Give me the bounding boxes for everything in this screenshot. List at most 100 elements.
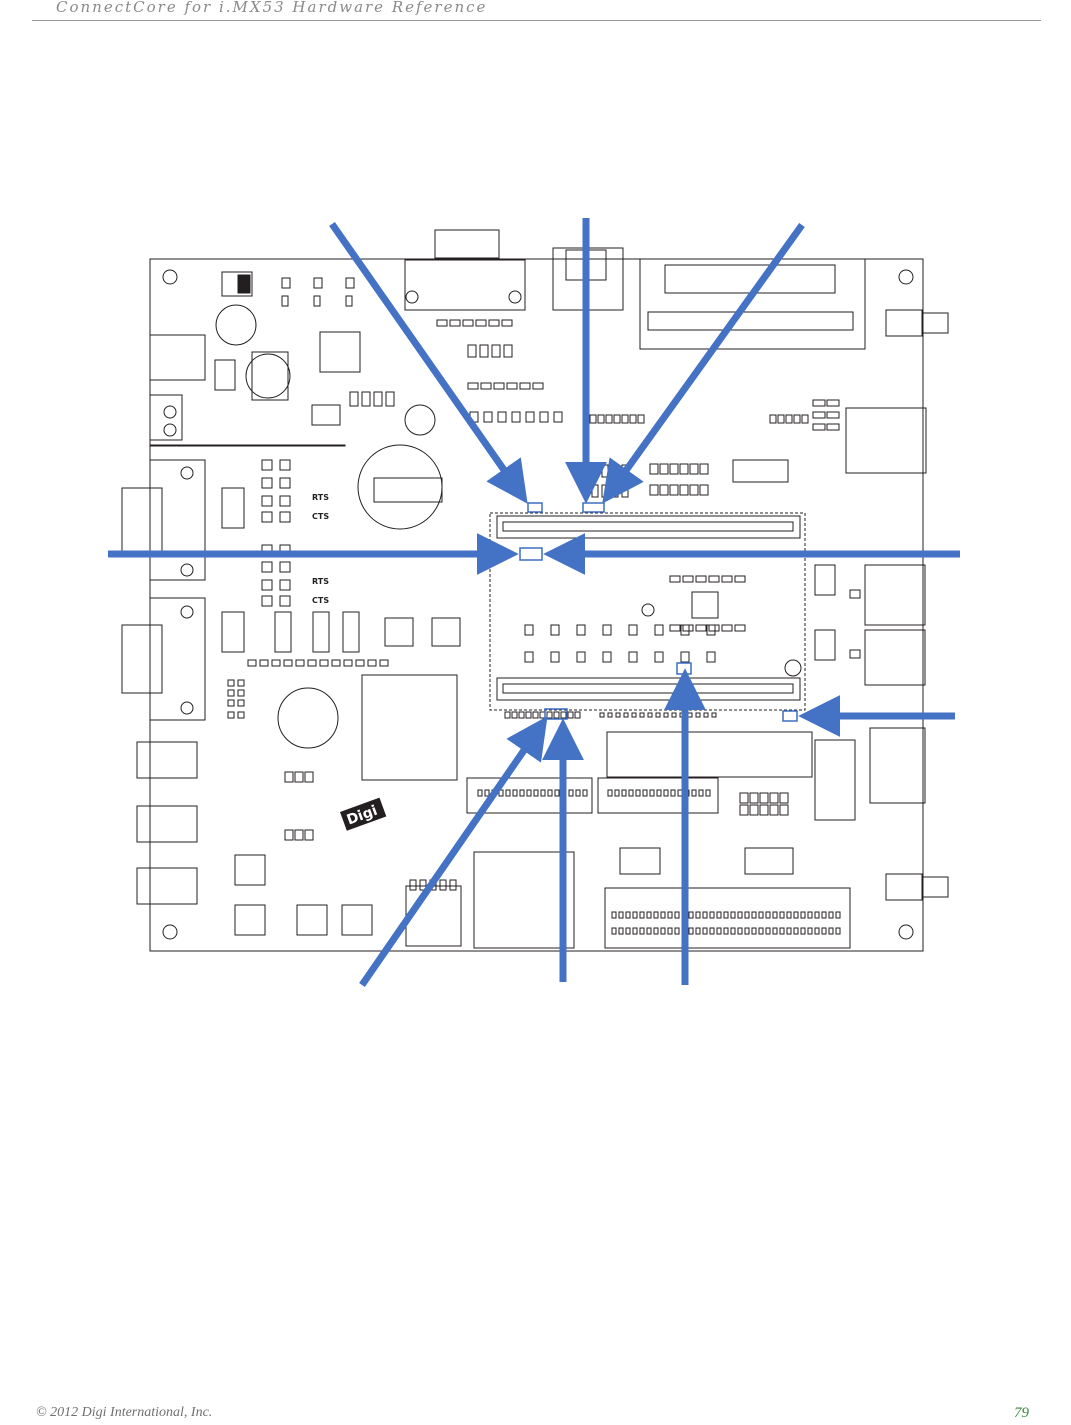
component-pad — [780, 805, 788, 815]
component-pad — [660, 464, 668, 474]
component-pad — [683, 576, 693, 582]
component-pad — [526, 712, 531, 718]
component-pad — [722, 576, 732, 582]
component-pad — [260, 660, 268, 666]
component-pad — [346, 278, 354, 288]
component-pad — [285, 830, 293, 840]
component-pad — [332, 660, 340, 666]
component-pad — [228, 690, 234, 696]
component-pad — [437, 320, 447, 326]
component-pad — [740, 793, 748, 803]
component-pad — [813, 400, 825, 406]
component-pad — [505, 712, 510, 718]
component-pad — [282, 296, 288, 306]
component-pad — [700, 464, 708, 474]
component-pad — [622, 790, 626, 796]
component-pad — [527, 790, 531, 796]
component-pad — [541, 790, 545, 796]
component-pad — [583, 790, 587, 796]
board-outline — [150, 259, 923, 951]
rts-label-top: RTS — [312, 493, 329, 502]
component-pad — [450, 880, 456, 890]
component-pad — [766, 912, 770, 918]
component-pad — [568, 712, 573, 718]
component-pad — [829, 912, 833, 918]
component-pad — [657, 790, 661, 796]
component-pad — [850, 650, 860, 658]
component-pad — [450, 320, 460, 326]
component-pad — [513, 790, 517, 796]
component-pad — [238, 712, 244, 718]
component-pad — [696, 713, 700, 717]
component-pad — [661, 928, 665, 934]
component-pad — [632, 713, 636, 717]
component-pad — [759, 912, 763, 918]
component-pad — [577, 625, 585, 635]
component-pad — [696, 912, 700, 918]
component-pad — [608, 790, 612, 796]
component-pad — [228, 712, 234, 718]
component-pad — [612, 912, 616, 918]
component-pad — [724, 912, 728, 918]
component-pad — [822, 928, 826, 934]
component-pad — [228, 700, 234, 706]
component-pad — [752, 928, 756, 934]
component-pad — [630, 415, 636, 423]
component-pad — [533, 712, 538, 718]
component-pad — [656, 713, 660, 717]
component-pad — [282, 278, 290, 288]
component-pad — [829, 928, 833, 934]
component-pad — [787, 928, 791, 934]
component-pad — [624, 713, 628, 717]
component-pad — [561, 712, 566, 718]
component-pad — [722, 625, 732, 631]
digi-logo: Digi — [340, 798, 386, 831]
component-pad — [778, 415, 784, 423]
footer-copyright: © 2012 Digi International, Inc. — [36, 1405, 212, 1421]
component-pad — [314, 296, 320, 306]
component-pad — [699, 790, 703, 796]
component-pad — [502, 320, 512, 326]
module-connector-bottom — [497, 678, 800, 700]
component-pad — [815, 928, 819, 934]
component-pad — [280, 512, 290, 522]
component-pad — [664, 790, 668, 796]
highlight-tp-6 — [783, 711, 797, 721]
component-pad — [643, 790, 647, 796]
component-pad — [633, 928, 637, 934]
component-pad — [308, 660, 316, 666]
component-pad — [619, 928, 623, 934]
component-pad — [619, 912, 623, 918]
component-pad — [346, 296, 352, 306]
component-pad — [280, 596, 290, 606]
component-pad — [600, 713, 604, 717]
component-pad — [717, 912, 721, 918]
component-pad — [709, 625, 719, 631]
component-pad — [770, 415, 776, 423]
component-pad — [650, 485, 658, 495]
component-pad — [735, 625, 745, 631]
component-pad — [606, 415, 612, 423]
component-pad — [551, 625, 559, 635]
component-pad — [636, 790, 640, 796]
component-pad — [780, 912, 784, 918]
component-pad — [668, 912, 672, 918]
component-pad — [681, 625, 689, 635]
component-pad — [712, 713, 716, 717]
component-pad — [808, 928, 812, 934]
component-pad — [314, 278, 322, 288]
component-pad — [284, 660, 292, 666]
component-pad — [622, 485, 628, 497]
component-pad — [670, 625, 680, 631]
component-pad — [710, 928, 714, 934]
component-pad — [660, 485, 668, 495]
component-pad — [760, 805, 768, 815]
component-pad — [773, 912, 777, 918]
component-pad — [780, 793, 788, 803]
component-pad — [670, 464, 678, 474]
component-pad — [801, 912, 805, 918]
component-pad — [696, 928, 700, 934]
component-pad — [498, 412, 506, 422]
component-pad — [827, 400, 839, 406]
